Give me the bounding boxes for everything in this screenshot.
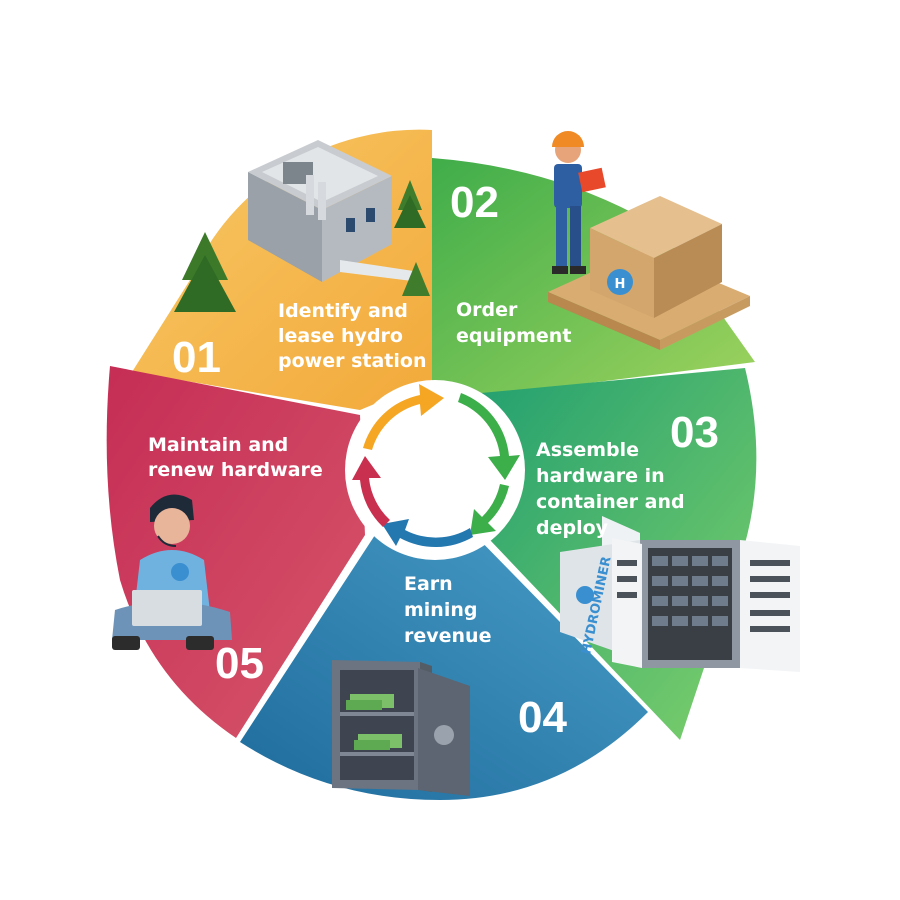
step-02: Order equipment 02 (450, 178, 571, 347)
step-04-title: Earn mining revenue (404, 573, 491, 647)
step-05-line-2: renew hardware (148, 459, 323, 481)
cycle-arrows-icon (345, 380, 525, 560)
wheel (106, 129, 757, 800)
step-04-line-3: revenue (404, 625, 491, 647)
step-01: Identify and lease hydro power station 0… (172, 300, 426, 382)
step-05: Maintain and renew hardware 05 (148, 434, 323, 688)
step-01-line-3: power station (278, 350, 426, 372)
technician-with-laptop-icon (112, 494, 232, 650)
step-02-title: Order equipment (456, 299, 571, 347)
step-03: Assemble hardware in container and deplo… (536, 408, 719, 539)
step-01-line-2: lease hydro (278, 325, 403, 347)
step-02-line-1: Order (456, 299, 518, 321)
sector-05 (106, 366, 366, 738)
step-05-number: 05 (215, 639, 264, 688)
step-02-line-2: equipment (456, 325, 571, 347)
worker-with-box-icon: H (548, 131, 750, 579)
step-03-line-3: container and (536, 491, 685, 513)
step-04-number: 04 (518, 693, 567, 742)
logo-letter: H (615, 277, 626, 292)
step-03-number: 03 (670, 408, 719, 457)
step-01-line-1: Identify and (278, 300, 408, 322)
step-03-title: Assemble hardware in container and deplo… (536, 439, 691, 539)
step-05-title: Maintain and renew hardware (148, 434, 323, 481)
step-04: Earn mining revenue 04 (404, 573, 567, 742)
mining-container-icon: HYDROMINER (560, 538, 800, 672)
step-01-number: 01 (172, 333, 221, 382)
money-safe-icon (332, 660, 470, 796)
step-03-line-2: hardware in (536, 465, 665, 487)
step-04-line-1: Earn (404, 573, 453, 595)
step-04-line-2: mining (404, 599, 477, 621)
step-05-line-1: Maintain and (148, 434, 288, 456)
power-station-icon (174, 140, 430, 312)
step-03-line-1: Assemble (536, 439, 639, 461)
step-03-line-4: deploy (536, 517, 609, 539)
step-01-title: Identify and lease hydro power station (278, 300, 426, 372)
step-02-number: 02 (450, 178, 499, 227)
